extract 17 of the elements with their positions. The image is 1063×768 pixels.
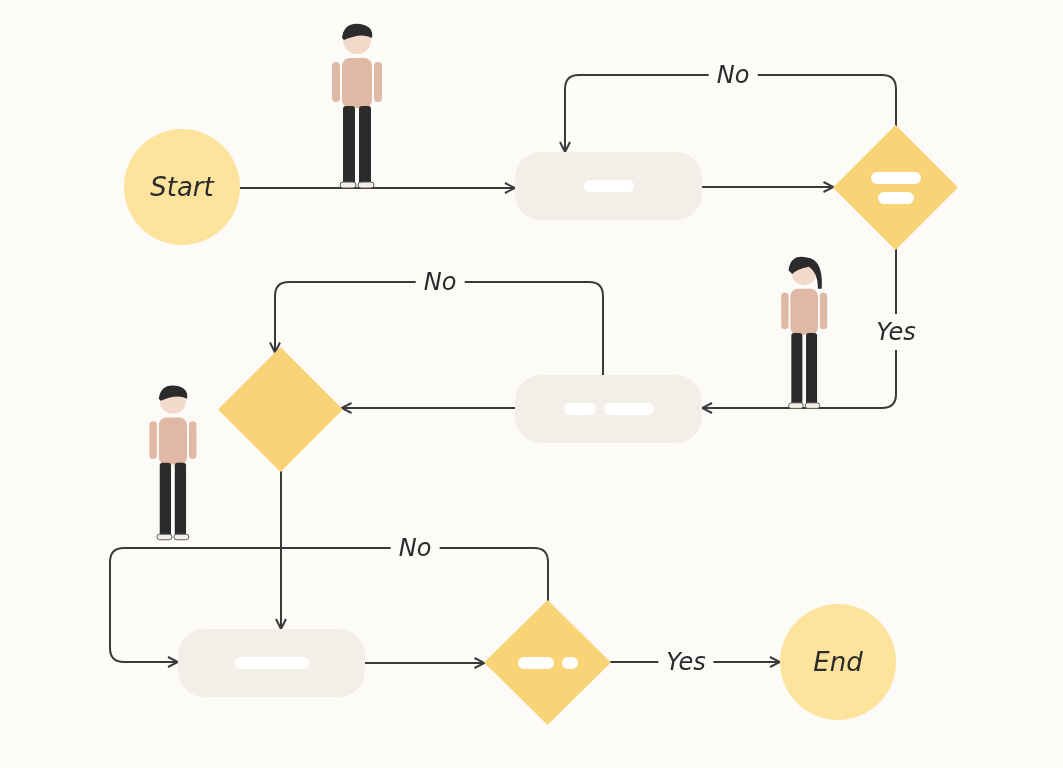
arrow <box>239 182 516 194</box>
arrow <box>109 547 549 668</box>
node-label: End <box>813 645 863 679</box>
decision-diamond <box>833 125 958 250</box>
node-label: Start <box>150 170 214 204</box>
process-box <box>515 375 702 443</box>
arrow <box>364 657 486 669</box>
decision-diamond <box>484 600 611 725</box>
process-box <box>178 629 365 697</box>
arrow <box>269 281 604 376</box>
arrow <box>701 181 835 193</box>
arrow <box>340 402 516 414</box>
arrow <box>559 74 897 153</box>
arrow <box>701 248 897 414</box>
process-box <box>515 152 702 220</box>
decision-diamond <box>218 347 343 472</box>
arrow <box>275 470 287 630</box>
